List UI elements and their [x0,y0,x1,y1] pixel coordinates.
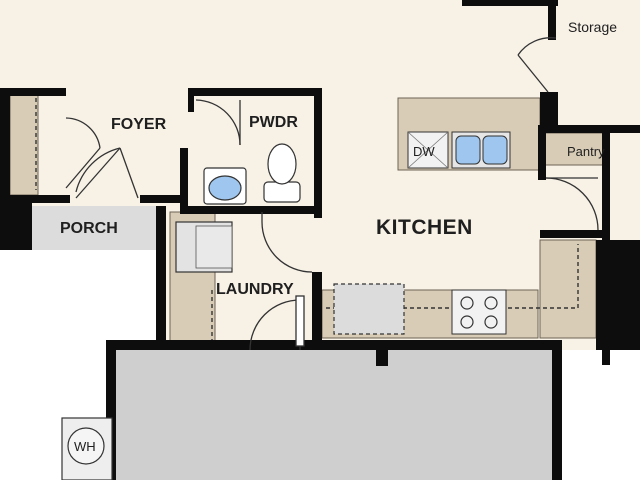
entry-door-leaf-right [119,147,139,199]
toilet-tank [263,181,301,203]
laundry-label: LAUNDRY [216,281,294,298]
foyer-left-cabinet [9,94,39,196]
wall-pwdr-bottom [180,206,322,214]
wall-pantry-bottom [540,230,610,238]
garage-door-panel [295,295,305,347]
foyer-door-leaf [65,147,101,189]
wall-foyer-left [0,88,10,250]
range [451,289,507,335]
wall-porch-right [156,206,166,346]
wall-top-right-1 [462,0,558,6]
wall-pantry-top [540,125,640,133]
wall-garage-top [106,340,562,350]
wall-foyer-bottom-left [32,195,70,203]
wall-storage-left [548,0,556,40]
pwdr-label: PWDR [249,114,298,131]
storage-label: Storage [568,19,617,35]
entry-door-leaf-left [75,147,121,199]
entry-door-swing [75,147,121,193]
wall-foyer-bottom-right [140,195,180,203]
wall-pwdr-left-upper [188,88,194,112]
kitchen-right-counter [539,239,597,339]
kitchen-counter-dash [326,244,579,309]
washer-inner [195,225,233,269]
dishwasher-label: DW [413,144,435,159]
storage-door-swing [517,37,557,56]
foyer-door-swing [65,117,101,149]
kitchen-label: KITCHEN [376,216,473,239]
wall-pwdr-top [188,88,320,96]
fixtures [61,131,511,480]
burner-2 [484,296,498,310]
wall-storage-bottom [540,92,558,132]
garage-door-swing [249,299,301,351]
wall-foyer-top [0,88,66,96]
pantry-door-swing [545,177,599,231]
labels: Storage FOYER PWDR Pantry PORCH KITCHEN … [60,19,617,454]
wall-post [376,346,388,366]
sink-basin-left [455,135,481,165]
burner-1 [460,296,474,310]
doors [65,37,599,351]
pwdr-door-swing [195,99,241,146]
wall-right-edge [596,240,640,350]
dishwasher-cross-2 [407,131,449,169]
pantry-label: Pantry [567,144,605,159]
wall-left-lower [0,195,32,250]
storage-floor [550,0,640,130]
burner-3 [460,315,474,329]
wall-garage-right [552,340,562,480]
wall-pantry-left [538,125,546,180]
porch-label: PORCH [60,220,118,237]
refrigerator [333,283,405,335]
wall-laundry-right [312,272,322,346]
sink-basin-right [482,135,508,165]
pwdr-sink-basin [208,175,242,201]
garage-area [110,345,558,480]
burner-4 [484,315,498,329]
wall-garage-left [106,340,116,480]
toilet-bowl [267,143,297,185]
laundry-door-swing [261,221,313,273]
wall-pwdr-right [314,88,322,218]
foyer-label: FOYER [111,116,167,133]
wall-pwdr-left [180,148,188,214]
porch-area [32,206,158,250]
storage-door-leaf [517,54,549,93]
water-heater-label: WH [74,439,96,454]
water-heater-tank [67,427,105,465]
counter-dashes [35,98,579,340]
